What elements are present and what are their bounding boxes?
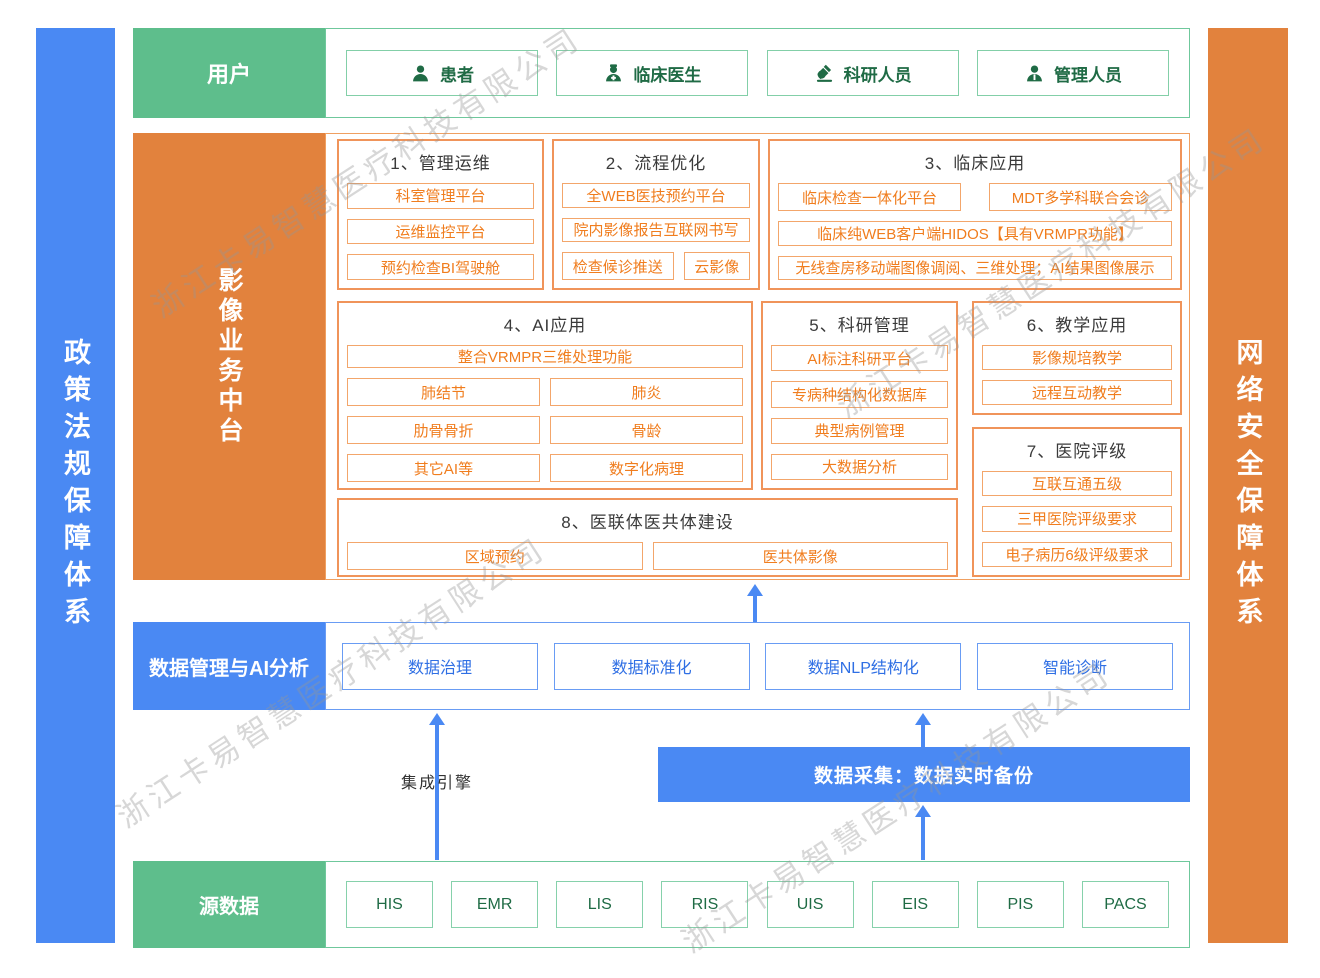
pill: 肋骨骨折 [347, 416, 540, 444]
pill: 电子病历6级评级要求 [982, 541, 1172, 567]
pill: 专病种结构化数据库 [771, 381, 948, 408]
pill: 云影像 [683, 252, 750, 280]
policy-regulation-label: 政策法规保障体系 [60, 337, 90, 634]
group-title: 6、教学应用 [1026, 316, 1128, 335]
group-title: 7、医院评级 [1026, 442, 1128, 461]
pill: 区域预约 [347, 542, 643, 570]
platform-label-text: 影像业务中台 [215, 266, 243, 447]
pill: MDT多学科联合会诊 [989, 183, 1172, 211]
pill: 全WEB医技预约平台 [562, 183, 750, 208]
user-chip-label: 患者 [440, 65, 474, 85]
pill: 三甲医院评级要求 [982, 506, 1172, 532]
group-hospital-rating: 7、医院评级 互联互通五级 三甲医院评级要求 电子病历6级评级要求 [972, 427, 1182, 577]
pill: 整合VRMPR三维处理功能 [347, 345, 743, 368]
group-medical-alliance: 8、医联体医共体建设 区域预约 医共体影像 [337, 498, 958, 577]
pill: 运维监控平台 [347, 218, 534, 245]
pill: 检查候诊推送 [562, 252, 674, 280]
user-chip-label: 科研人员 [843, 65, 912, 85]
source-chip-pacs: PACS [1081, 881, 1169, 928]
platform-section-label: 影像业务中台 [133, 133, 325, 580]
group-title: 3、临床应用 [924, 154, 1026, 173]
group-research-management: 5、科研管理 AI标注科研平台 专病种结构化数据库 典型病例管理 大数据分析 [761, 301, 958, 490]
source-chip-emr: EMR [451, 881, 539, 928]
pill: 临床检查一体化平台 [778, 183, 961, 211]
source-chip-eis: EIS [871, 881, 959, 928]
network-security-bar: 网络安全保障体系 [1208, 28, 1288, 943]
policy-regulation-bar: 政策法规保障体系 [36, 28, 115, 943]
data-chip: 智能诊断 [976, 642, 1173, 690]
group-title: 8、医联体医共体建设 [561, 513, 734, 532]
pill: 预约检查BI驾驶舱 [347, 254, 534, 281]
data-collection-bar: 数据采集：数据实时备份 [658, 747, 1190, 802]
group-ai-application: 4、AI应用 整合VRMPR三维处理功能 肺结节 肺炎 肋骨骨折 骨龄 其它AI… [337, 301, 753, 490]
data-mgmt-section-label: 数据管理与AI分析 [133, 622, 325, 710]
group-process-optimization: 2、流程优化 全WEB医技预约平台 院内影像报告互联网书写 检查候诊推送 云影像 [552, 139, 760, 290]
microscope-icon [816, 64, 832, 82]
user-chip-researcher: 科研人员 [766, 50, 959, 96]
pill: 典型病例管理 [771, 417, 948, 444]
pill: 科室管理平台 [347, 183, 534, 209]
group-teaching-application: 6、教学应用 影像规培教学 远程互动教学 [972, 301, 1182, 415]
source-data-section-label: 源数据 [133, 861, 325, 948]
patient-icon [413, 64, 428, 81]
pill: 远程互动教学 [982, 380, 1172, 405]
group-title: 1、管理运维 [390, 154, 491, 173]
pill: 院内影像报告互联网书写 [562, 217, 750, 242]
group-title: 4、AI应用 [503, 316, 587, 335]
source-chip-lis: LIS [556, 881, 644, 928]
pill: 其它AI等 [347, 454, 540, 482]
pill: 骨龄 [550, 416, 743, 444]
group-clinical-application: 3、临床应用 临床检查一体化平台 MDT多学科联合会诊 临床纯WEB客户端HID… [768, 139, 1182, 290]
user-chip-patient: 患者 [346, 50, 538, 96]
integration-engine-label: 集成引擎 [400, 775, 474, 792]
data-chip: 数据标准化 [553, 642, 750, 690]
data-mgmt-box: 数据治理 数据标准化 数据NLP结构化 智能诊断 [325, 622, 1190, 710]
users-box: 患者 临床医生 科研人员 管理人员 [325, 28, 1190, 118]
users-section-label: 用户 [133, 28, 325, 118]
admin-icon [1027, 64, 1042, 81]
pill: 影像规培教学 [982, 345, 1172, 370]
pill: 大数据分析 [771, 453, 948, 480]
group-title: 5、科研管理 [809, 316, 910, 335]
network-security-label: 网络安全保障体系 [1232, 337, 1263, 634]
doctor-icon [606, 63, 622, 81]
pill: 无线查房移动端图像调阅、三维处理；AI结果图像展示 [778, 255, 1172, 280]
user-chip-admin: 管理人员 [976, 50, 1169, 96]
source-chip-pis: PIS [976, 881, 1064, 928]
pill: 数字化病理 [550, 454, 743, 482]
pill: 互联互通五级 [982, 471, 1172, 497]
pill: 肺炎 [550, 378, 743, 406]
user-chip-doctor: 临床医生 [556, 50, 749, 96]
pill: 肺结节 [347, 378, 540, 406]
arrow-datamgmt-to-platform [747, 584, 763, 622]
arrow-source-to-collection [915, 805, 931, 860]
arrow-integration-engine [429, 713, 445, 860]
pill: 临床纯WEB客户端HIDOS【具有VRMPR功能】 [778, 221, 1172, 246]
pill: AI标注科研平台 [771, 345, 948, 372]
group-title: 2、流程优化 [605, 154, 707, 173]
source-data-box: HIS EMR LIS RIS UIS EIS PIS PACS [325, 861, 1190, 948]
data-chip: 数据NLP结构化 [765, 642, 962, 690]
user-chip-label: 管理人员 [1053, 65, 1122, 85]
source-chip-uis: UIS [766, 881, 854, 928]
user-chip-label: 临床医生 [633, 65, 702, 85]
pill: 医共体影像 [652, 542, 948, 570]
source-chip-ris: RIS [661, 881, 749, 928]
group-management-ops: 1、管理运维 科室管理平台 运维监控平台 预约检查BI驾驶舱 [337, 139, 544, 290]
arrow-collection-to-datamgmt [915, 713, 931, 747]
source-chip-his: HIS [346, 881, 433, 928]
data-chip: 数据治理 [342, 642, 538, 690]
